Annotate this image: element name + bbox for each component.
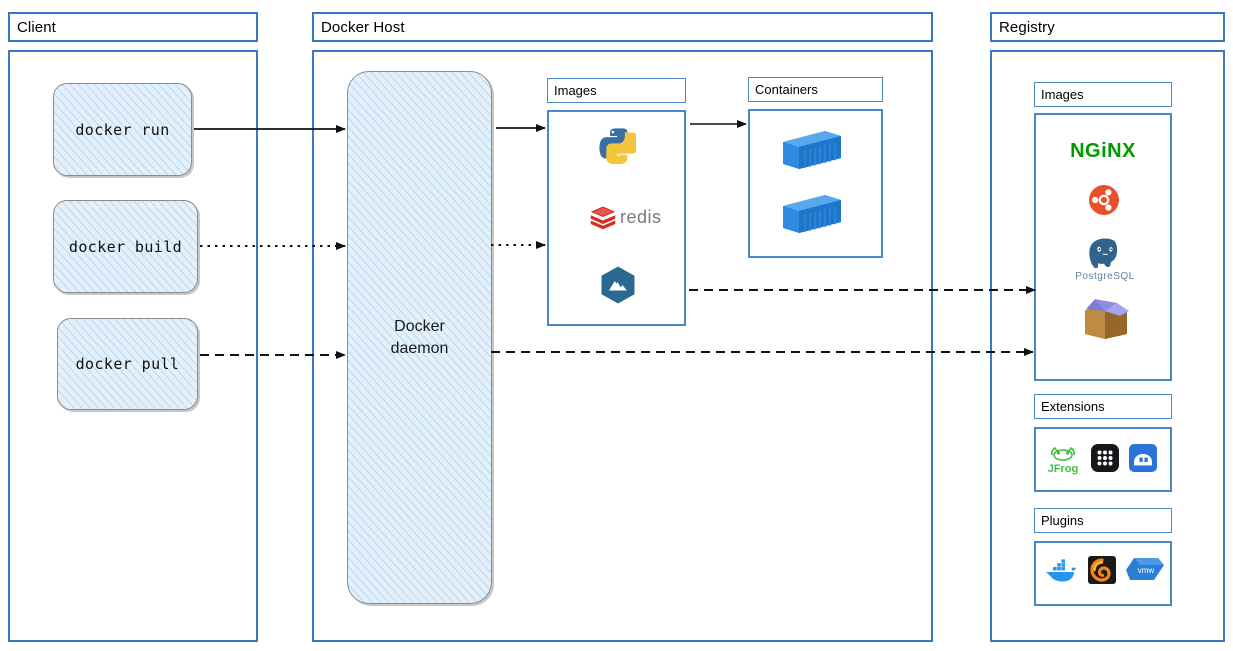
postgresql-wordmark: PostgreSQL (1068, 269, 1142, 283)
panel-label-client: Client (17, 18, 56, 36)
redis-label: redis (620, 206, 662, 227)
postgresql-logo-icon (1086, 237, 1124, 271)
nginx-label: NGiNX (1070, 139, 1136, 162)
shipping-container-icon (781, 128, 843, 172)
vmware-logo-icon: vmw (1124, 554, 1166, 586)
redis-logo-icon (589, 203, 617, 231)
ubuntu-logo-icon (1088, 184, 1120, 216)
subpanel-title-extensions: Extensions (1034, 394, 1172, 419)
jfrog-label: JFrog (1048, 463, 1079, 475)
subpanel-label-extensions: Extensions (1041, 399, 1105, 414)
command-box-docker-build[interactable]: docker build (53, 200, 198, 293)
redis-wordmark: redis (620, 204, 672, 230)
docker-whale-icon (1044, 556, 1078, 586)
postgresql-label: PostgreSQL (1075, 270, 1135, 282)
alpine-logo-icon (598, 265, 638, 305)
subpanel-label-host-images: Images (554, 83, 597, 98)
docker-daemon-line2: daemon (390, 339, 449, 357)
blue-arch-icon (1129, 444, 1157, 472)
subpanel-title-containers: Containers (748, 77, 883, 102)
app-grid-icon (1091, 444, 1119, 472)
subpanel-title-registry-images: Images (1034, 82, 1172, 107)
panel-title-client: Client (8, 12, 258, 42)
panel-title-docker-host: Docker Host (312, 12, 933, 42)
vmware-label: vmw (1138, 566, 1155, 575)
docker-daemon-box[interactable]: Docker daemon (347, 71, 492, 604)
command-box-docker-run[interactable]: docker run (53, 83, 192, 176)
command-label-docker-build: docker build (68, 237, 183, 256)
command-box-docker-pull[interactable]: docker pull (57, 318, 198, 410)
docker-daemon-label: Docker daemon (391, 316, 449, 359)
panel-label-docker-host: Docker Host (321, 18, 405, 36)
docker-daemon-line1: Docker (394, 317, 445, 335)
command-label-docker-pull: docker pull (75, 355, 180, 373)
panel-label-registry: Registry (999, 18, 1055, 36)
subpanel-label-registry-images: Images (1041, 87, 1084, 102)
subpanel-title-plugins: Plugins (1034, 508, 1172, 533)
python-logo-icon (598, 126, 636, 164)
panel-title-registry: Registry (990, 12, 1225, 42)
shipping-container-icon (781, 192, 843, 236)
open-box-icon (1077, 294, 1133, 342)
subpanel-label-plugins: Plugins (1041, 513, 1084, 528)
spiral-icon (1088, 556, 1116, 584)
subpanel-title-host-images: Images (547, 78, 686, 103)
jfrog-logo-icon: JFrog (1047, 442, 1079, 476)
subpanel-label-containers: Containers (755, 82, 818, 97)
nginx-logo-icon: NGiNX (1063, 138, 1143, 164)
command-label-docker-run: docker run (75, 120, 170, 139)
